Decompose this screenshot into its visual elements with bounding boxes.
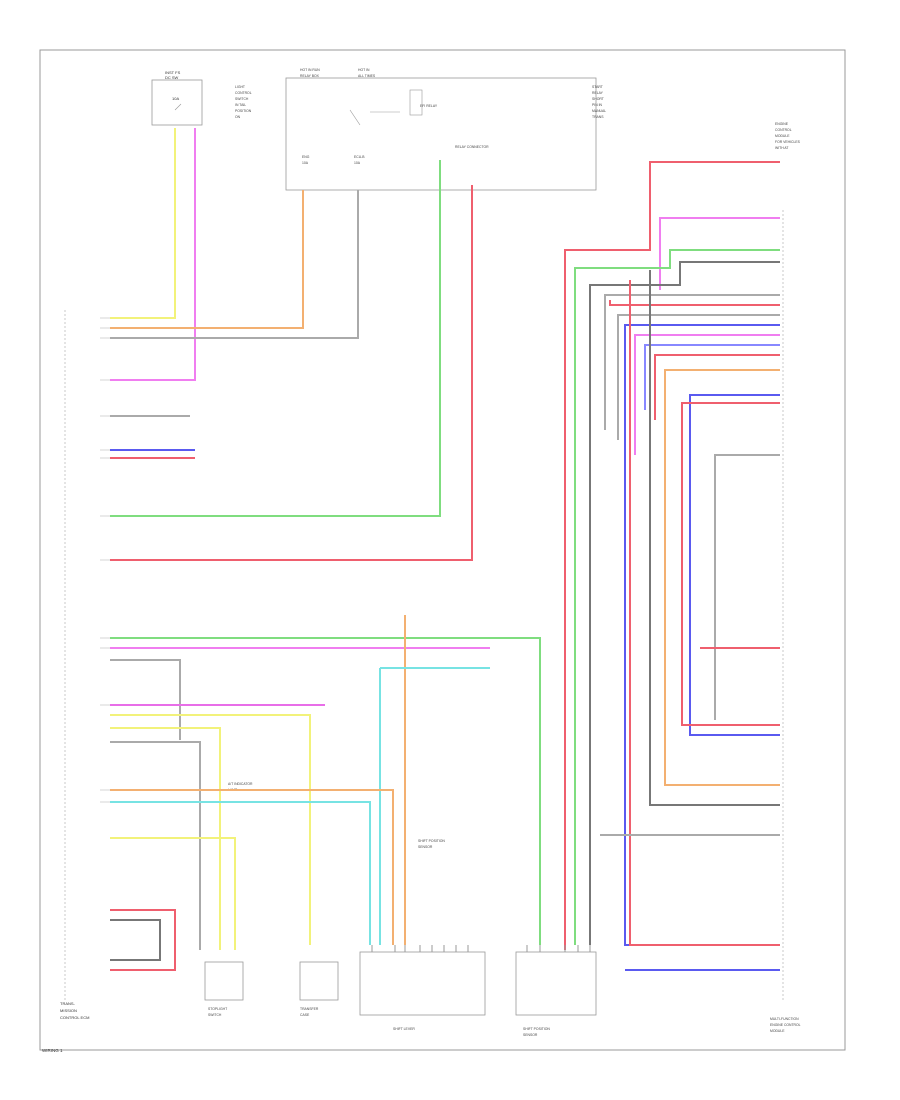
svg-text:HOT IN: HOT IN [358,68,370,72]
svg-text:MISSION: MISSION [60,1008,77,1013]
left-pin-ticks [100,317,110,803]
wire-cyan-low [110,801,371,945]
svg-text:MANUAL: MANUAL [592,109,606,113]
svg-text:SHIFT LEVER: SHIFT LEVER [393,1027,415,1031]
wire-red-right-bottom [629,280,780,946]
svg-text:SHIFT POSITION: SHIFT POSITION [523,1027,550,1031]
wire-black-right-2 [649,270,780,806]
wire-orange-right [664,369,780,786]
svg-text:SWITCH: SWITCH [208,1013,222,1017]
svg-text:ENGINE: ENGINE [775,122,789,126]
footer-code: WIRING 1 [42,1048,63,1053]
svg-text:MODULE: MODULE [770,1029,785,1033]
svg-text:SWITCH: SWITCH [235,97,249,101]
svg-text:10A: 10A [354,161,361,165]
wire-yellow-low2 [110,727,221,950]
top-power-distribution: HOT IN RUN RELAY BOX HOT IN ALL TIMES EF… [285,68,597,191]
svg-text:TRANS-: TRANS- [60,1001,76,1006]
svg-text:START: START [592,85,603,89]
svg-text:ENG: ENG [302,155,310,159]
svg-text:CONTROL: CONTROL [235,91,252,95]
svg-text:DC SW: DC SW [165,75,179,80]
svg-text:SHIFT POSITION: SHIFT POSITION [418,839,445,843]
svg-text:TRANS: TRANS [592,115,604,119]
wire-yellow-low [110,714,311,945]
svg-text:RELAY BOX: RELAY BOX [300,74,320,78]
svg-text:MULTI-FUNCTION: MULTI-FUNCTION [770,1017,799,1021]
svg-text:POSITION: POSITION [235,109,252,113]
wires-group [110,128,780,971]
wire-red-right-2 [609,300,780,306]
wire-pink [110,128,196,381]
svg-text:10A: 10A [172,96,179,101]
svg-text:IN TAIL: IN TAIL [235,103,246,107]
svg-text:A/T INDICATOR: A/T INDICATOR [228,782,253,786]
wire-red-right-top [564,161,780,950]
top-fuse-box-left: INST FS DC SW 10A [151,70,203,126]
left-connector-ecm: TRANS- MISSION CONTROL ECM [60,310,89,1020]
wire-red-bottom [110,909,176,971]
wire-red-right-3 [654,354,780,420]
wire-gray-right-2 [617,314,780,440]
svg-text:MODULE: MODULE [775,134,790,138]
wire-black-right [589,261,780,945]
svg-text:SHORT: SHORT [592,97,604,101]
wire-gray-mid [110,659,181,740]
wire-orange [110,190,304,329]
svg-text:EFI RELAY: EFI RELAY [420,104,438,108]
wire-gray-low [110,741,201,950]
svg-text:ON: ON [235,115,241,119]
wire-gray-bottom [110,919,161,961]
svg-text:SENSOR: SENSOR [418,845,433,849]
svg-text:ALL TIMES: ALL TIMES [358,74,376,78]
svg-text:ENGINE CONTROL: ENGINE CONTROL [770,1023,801,1027]
svg-text:INST FS: INST FS [165,70,181,75]
svg-text:ECU-B: ECU-B [354,155,365,159]
svg-text:FOR VEHICLES: FOR VEHICLES [775,140,801,144]
svg-text:RELAY: RELAY [592,91,604,95]
svg-text:CONTROL: CONTROL [775,128,792,132]
wire-orange-low [110,789,394,945]
wire-cyan-mid [379,667,490,945]
wire-red-right-4 [681,402,780,726]
bottom-component-stop-switch: STOPLIGHT SWITCH [204,961,244,1017]
svg-text:SENSOR: SENSOR [523,1033,538,1037]
wire-green-mid [110,637,541,945]
bottom-component-transfer: TRANSFER CASE [299,961,339,1017]
svg-text:PIN IN: PIN IN [592,103,603,107]
svg-text:HOT IN RUN: HOT IN RUN [300,68,320,72]
svg-text:STOPLIGHT: STOPLIGHT [208,1007,227,1011]
right-connector-main: ENGINE CONTROL MODULE FOR VEHICLES WITH … [770,122,801,1033]
wire-red-top [110,185,473,561]
wire-pink-right-2 [634,334,780,455]
wire-green-right [574,249,780,945]
wire-blue-right-2 [644,344,780,410]
svg-text:CONTROL ECM: CONTROL ECM [60,1015,89,1020]
top-label-note-left: LIGHT CONTROL SWITCH IN TAIL POSITION ON [235,85,252,119]
bottom-component-shift-lever: SHIFT LEVER [359,951,486,1031]
wire-yellow [110,128,176,319]
wire-green-top [110,160,441,517]
svg-text:TRANSFER: TRANSFER [300,1007,319,1011]
svg-text:RELAY CONNECTOR: RELAY CONNECTOR [455,145,489,149]
bottom-component-shift-position: SHIFT POSITION SENSOR [515,951,597,1037]
wire-gray [110,190,359,339]
wire-gray-right-3 [714,454,780,720]
svg-text:WITH AT: WITH AT [775,146,789,150]
svg-text:CASE: CASE [300,1013,310,1017]
bottom-pin-ticks [371,945,591,952]
wire-gray-right-1 [604,294,780,430]
bottom-label-mid: SHIFT POSITION SENSOR A/T INDICATOR LAMP [228,782,445,849]
wire-blue-right-1 [624,324,780,946]
wire-pink-right [659,217,780,290]
wire-blue-right-3 [689,394,780,736]
svg-text:LIGHT: LIGHT [235,85,245,89]
top-right-label: START RELAY SHORT PIN IN MANUAL TRANS [592,85,606,119]
diagram-frame [39,49,846,1051]
wire-yellow-lower [110,837,236,950]
svg-text:10A: 10A [302,161,309,165]
